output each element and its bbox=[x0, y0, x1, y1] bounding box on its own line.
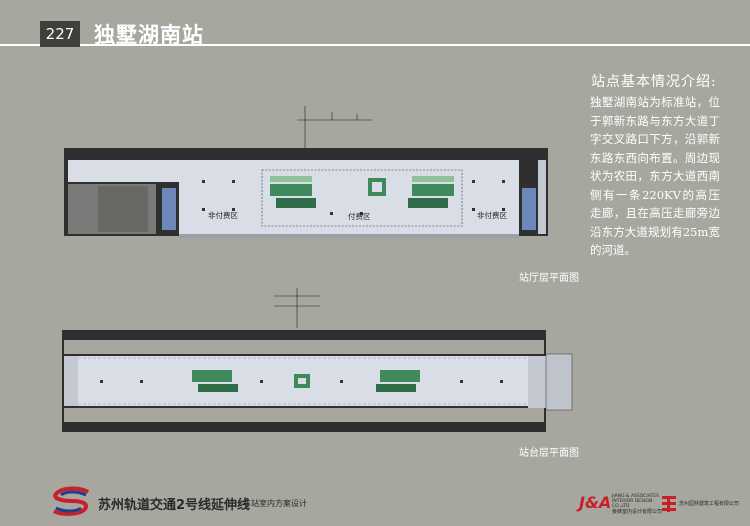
garden-company-logo-icon bbox=[662, 496, 676, 512]
platform-end-left bbox=[64, 356, 78, 406]
metro-logo-icon bbox=[52, 486, 90, 516]
project-subtitle: 车站室内方案设计 bbox=[243, 499, 307, 508]
plan-annotation-lines bbox=[297, 106, 372, 148]
concourse-floor-plan: 非付费区 付费区 非付费区 bbox=[64, 106, 548, 238]
hall-blue-room-right bbox=[522, 188, 536, 230]
info-heading: 站点基本情况介绍: bbox=[591, 74, 717, 90]
hall-left-equipment bbox=[98, 186, 148, 232]
platform-plan-caption: 站台层平面图 bbox=[519, 448, 579, 459]
hall-floor-left bbox=[68, 160, 179, 182]
platform-annotation-lines bbox=[274, 288, 320, 328]
ja-logo: J&A bbox=[579, 493, 612, 512]
page-number: 227 bbox=[40, 21, 80, 47]
hall-escalator-left bbox=[270, 176, 316, 208]
platform-escalator-right bbox=[376, 370, 420, 392]
paid-area-fence bbox=[261, 169, 463, 227]
hall-blue-room-left bbox=[162, 188, 176, 230]
zone-label-unpaid-left: 非付费区 bbox=[208, 210, 238, 220]
platform-trackway-top bbox=[64, 340, 544, 354]
hall-elevator bbox=[368, 178, 386, 196]
header-rule bbox=[0, 44, 750, 46]
platform-columns bbox=[100, 380, 503, 383]
ja-company-name-cn: 姜峰室内设计有限公司 bbox=[612, 509, 663, 515]
hall-escalator-right bbox=[408, 176, 454, 208]
hall-right-rooms bbox=[538, 160, 546, 234]
hall-bottom-corridor bbox=[179, 234, 519, 238]
platform-right-annex bbox=[545, 353, 573, 411]
hall-floor bbox=[179, 160, 519, 234]
page-title: 独墅湖南站 bbox=[94, 23, 204, 47]
zone-label-paid: 付费区 bbox=[348, 211, 371, 221]
zone-label-unpaid-right: 非付费区 bbox=[477, 210, 507, 220]
partner-company-name: 苏州园林建筑工程有限公司 bbox=[679, 501, 740, 507]
platform-elevator bbox=[294, 374, 310, 388]
concourse-plan-caption: 站厅层平面图 bbox=[519, 273, 579, 284]
platform-floor-plan bbox=[62, 288, 573, 432]
project-title: 苏州轨道交通2号线延伸线 bbox=[98, 498, 251, 513]
platform-trackway-bottom bbox=[64, 408, 544, 422]
ja-company-name-en: JIANG & ASSOCIATES INTERIOR DESIGN CO.,L… bbox=[612, 494, 659, 509]
platform-escalator-left bbox=[192, 370, 238, 392]
info-body: 独墅湖南站为标准站，位于郭新东路与东方大道丁字交叉路口下方，沿郭新东路东西向布置… bbox=[590, 95, 720, 257]
hall-columns bbox=[202, 180, 505, 215]
